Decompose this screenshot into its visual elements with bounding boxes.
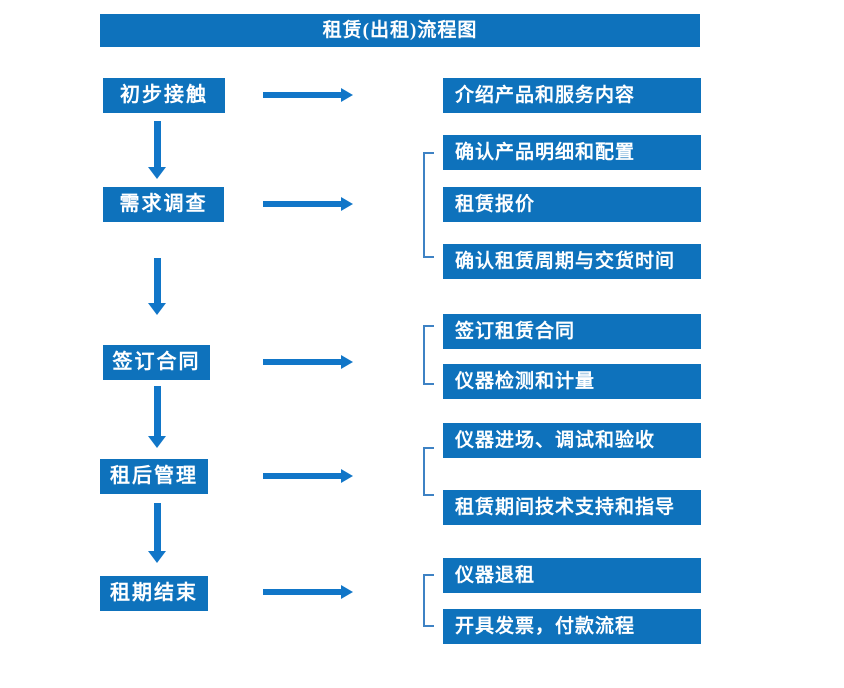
arrow-shaft xyxy=(263,92,341,98)
arrow-down-icon-2 xyxy=(147,258,167,315)
detail-box-instrument-setup: 仪器进场、调试和验收 xyxy=(443,423,701,458)
detail-box-instrument-return: 仪器退租 xyxy=(443,558,701,593)
detail-box-introduce-products: 介绍产品和服务内容 xyxy=(443,78,701,113)
stage-box-sign-contract: 签订合同 xyxy=(103,345,210,380)
stage-box-rental-end: 租期结束 xyxy=(100,576,208,611)
detail-box-invoice-payment: 开具发票，付款流程 xyxy=(443,609,701,644)
arrow-shaft xyxy=(154,258,161,305)
stage-box-demand-survey: 需求调查 xyxy=(103,187,224,222)
bracket-icon-demand-survey-group xyxy=(423,152,434,258)
arrow-head xyxy=(341,197,353,211)
detail-box-instrument-testing: 仪器检测和计量 xyxy=(443,364,701,399)
detail-box-confirm-rental-period: 确认租赁周期与交货时间 xyxy=(443,244,701,279)
detail-box-sign-rental-contract: 签订租赁合同 xyxy=(443,314,701,349)
stage-box-post-rental-management: 租后管理 xyxy=(100,459,208,494)
detail-box-confirm-product-details: 确认产品明细和配置 xyxy=(443,135,701,170)
arrow-head xyxy=(341,585,353,599)
arrow-shaft xyxy=(263,473,341,479)
arrow-shaft xyxy=(154,386,161,438)
arrow-shaft xyxy=(263,589,341,595)
arrow-down-icon-4 xyxy=(147,503,167,563)
arrow-down-icon-3 xyxy=(147,386,167,448)
arrow-down-icon-1 xyxy=(147,121,167,179)
flowchart-title: 租赁(出租)流程图 xyxy=(100,14,700,47)
arrow-right-icon-4 xyxy=(263,469,353,483)
detail-box-tech-support: 租赁期间技术支持和指导 xyxy=(443,490,701,525)
arrow-head xyxy=(341,469,353,483)
detail-box-rental-quote: 租赁报价 xyxy=(443,187,701,222)
arrow-head xyxy=(341,88,353,102)
arrow-head xyxy=(148,551,166,563)
arrow-right-icon-3 xyxy=(263,355,353,369)
arrow-head xyxy=(148,303,166,315)
bracket-icon-rental-end-group xyxy=(423,574,434,627)
stage-box-initial-contact: 初步接触 xyxy=(103,78,225,113)
bracket-icon-sign-contract-group xyxy=(423,325,434,385)
arrow-right-icon-2 xyxy=(263,197,353,211)
arrow-head xyxy=(341,355,353,369)
arrow-right-icon-1 xyxy=(263,88,353,102)
arrow-shaft xyxy=(263,201,341,207)
arrow-shaft xyxy=(154,121,161,169)
arrow-shaft xyxy=(263,359,341,365)
arrow-head xyxy=(148,436,166,448)
arrow-head xyxy=(148,167,166,179)
arrow-right-icon-5 xyxy=(263,585,353,599)
bracket-icon-post-rental-group xyxy=(423,447,434,496)
arrow-shaft xyxy=(154,503,161,553)
